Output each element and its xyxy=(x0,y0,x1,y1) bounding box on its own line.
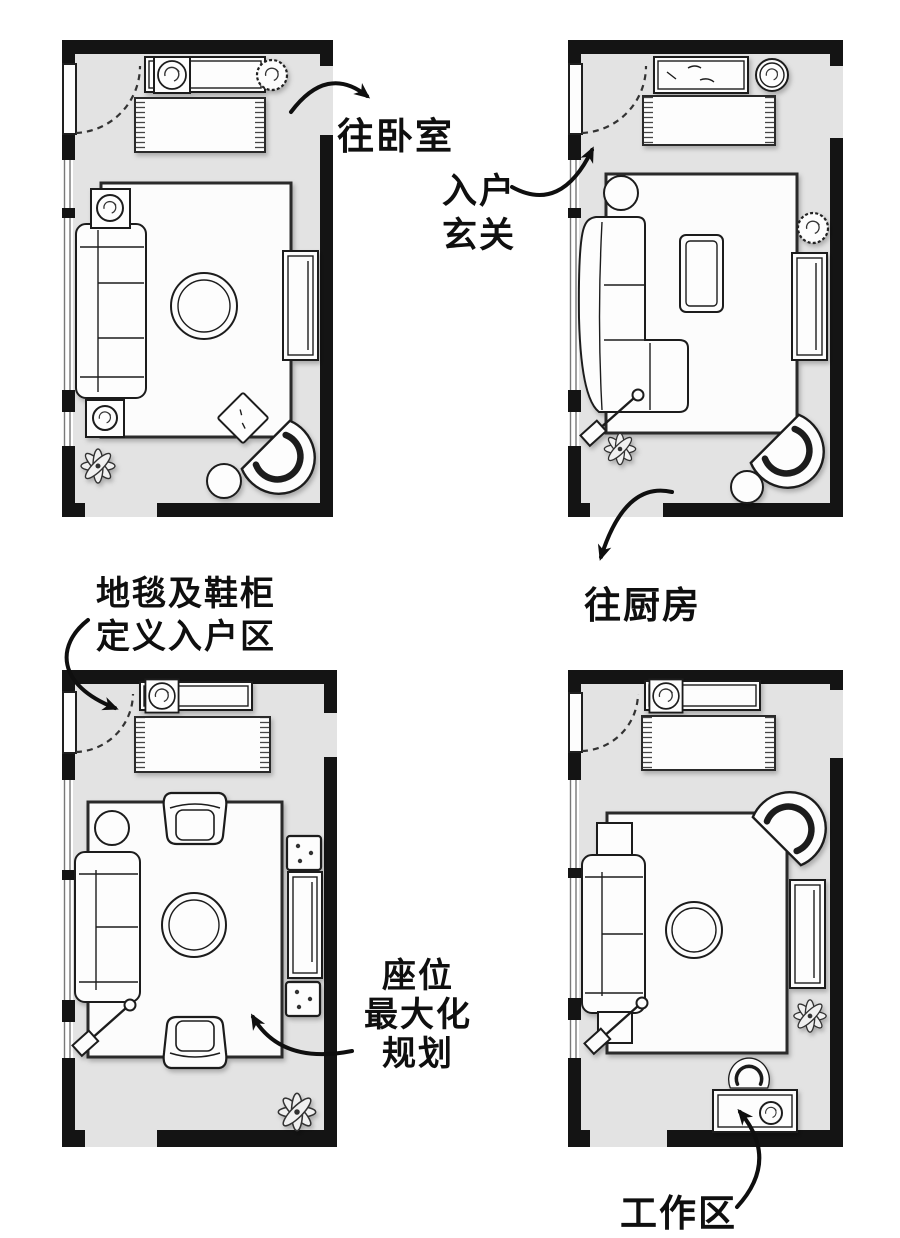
door-swing-arc xyxy=(75,65,142,135)
annotation-arrows xyxy=(64,81,762,1209)
potted-plant-icon xyxy=(154,57,190,93)
leafy-plant-icon xyxy=(277,1092,317,1132)
doormat xyxy=(641,715,776,771)
leafy-plant-icon xyxy=(80,448,116,484)
round-coffee-table xyxy=(170,272,238,340)
entry-door-leaf xyxy=(62,691,77,754)
entry-door-leaf xyxy=(568,63,583,135)
plant-side-table xyxy=(85,399,125,438)
sofa xyxy=(74,851,141,1003)
arrow-entry-zone xyxy=(64,618,119,711)
room-walls xyxy=(568,40,843,517)
room-walls xyxy=(62,670,337,1147)
armchair xyxy=(162,1015,228,1070)
stool xyxy=(730,470,764,504)
stool xyxy=(206,463,242,499)
label-work-area: 工作区 xyxy=(620,1192,737,1235)
floor-plan-top-left xyxy=(62,40,333,517)
arrow-to-kitchen xyxy=(597,488,674,561)
l-shaped-sofa xyxy=(577,216,689,413)
arrow-seating-max xyxy=(250,1013,354,1057)
arrow-to-bedroom xyxy=(289,81,371,114)
round-coffee-table xyxy=(161,892,227,958)
desk xyxy=(712,1089,798,1133)
label-entry-zone-line2: 定义入户区 xyxy=(96,617,276,657)
round-coffee-table xyxy=(665,901,723,959)
round-plant-icon xyxy=(257,60,287,90)
potted-plant-icon xyxy=(145,679,178,712)
label-entry-zone-line1: 地毯及鞋柜 xyxy=(96,574,276,614)
doormat xyxy=(134,716,271,773)
label-seating-max: 座位 最大化 规划 xyxy=(351,957,485,1074)
sofa xyxy=(75,223,147,399)
rect-coffee-table xyxy=(679,234,724,313)
door-swing-arc xyxy=(581,693,640,753)
doormat xyxy=(134,97,266,153)
door-swing-arc xyxy=(75,693,135,754)
label-entry-foyer-line1: 入户 xyxy=(441,172,516,212)
floor-plan-bottom-right xyxy=(568,670,843,1147)
label-seating-line3: 规划 xyxy=(382,1034,454,1074)
decor-sideboard xyxy=(653,56,749,94)
label-entry-zone: 地毯及鞋柜 定义入户区 xyxy=(96,573,276,659)
diamond-side-table xyxy=(217,392,269,444)
round-plant-icon xyxy=(798,213,828,243)
label-entry-foyer: 入户 玄关 xyxy=(425,170,533,258)
media-console xyxy=(282,250,319,361)
media-console xyxy=(287,871,323,979)
label-entry-foyer-line2: 玄关 xyxy=(441,216,516,256)
doormat xyxy=(642,95,776,146)
entry-door-leaf xyxy=(62,63,77,135)
door-swing-arc xyxy=(581,65,648,135)
square-side-table xyxy=(596,822,633,856)
plant-side-table xyxy=(90,188,131,229)
floor-plan-top-right xyxy=(568,40,843,517)
label-seating-line1: 座位 xyxy=(382,956,454,996)
cube-table xyxy=(285,834,323,872)
entry-door-leaf xyxy=(568,692,583,753)
media-console xyxy=(791,252,828,361)
leafy-plant-icon xyxy=(793,999,827,1033)
sofa xyxy=(581,854,646,1014)
potted-plant-icon xyxy=(649,679,682,712)
label-seating-line2: 最大化 xyxy=(364,995,472,1035)
cube-table xyxy=(284,980,322,1018)
armchair xyxy=(162,791,228,846)
round-side-table xyxy=(603,175,639,211)
label-to-bedroom: 往卧室 xyxy=(337,115,454,158)
arrow-work-area xyxy=(735,1108,762,1209)
arrow-entry-foyer xyxy=(510,146,594,197)
leafy-plant-icon xyxy=(603,432,637,466)
round-side-table xyxy=(94,810,130,846)
room-walls xyxy=(62,40,333,517)
media-console xyxy=(789,879,826,989)
label-to-kitchen: 往厨房 xyxy=(584,584,701,627)
room-walls xyxy=(568,670,843,1147)
floor-plan-bottom-left xyxy=(62,670,337,1147)
potted-plant-icon xyxy=(755,58,789,92)
